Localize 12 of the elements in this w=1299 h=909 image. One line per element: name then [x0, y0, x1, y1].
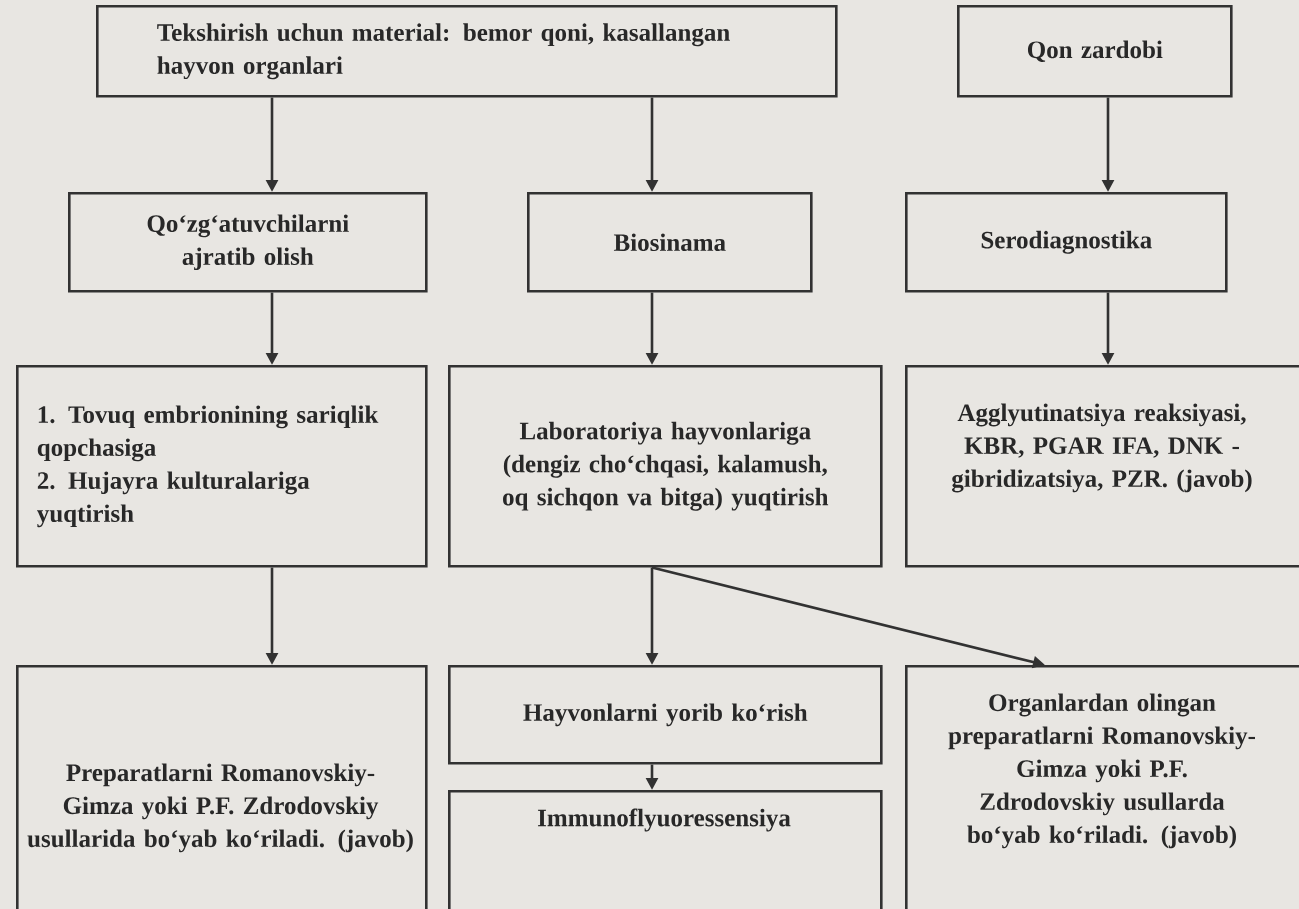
process-box: Organlardan olingan preparatlarni Romanovskiy-Gimza yoki P.F. Zdrodovskiy usullarda bo‘yab ko‘riladi. (javob): [905, 665, 1299, 909]
process-box: Tekshirish uchun material: bemor qoni, kasallangan hayvon organlari: [96, 5, 838, 98]
process-box: Qon zardobi: [957, 5, 1233, 98]
process-box: Immunoflyuoressensiya: [448, 790, 883, 909]
process-box: Laboratoriya hayvonlariga (dengiz cho‘chqasi, kalamush, oq sichqon va bitga) yuqtirish: [448, 365, 883, 568]
process-box: Hayvonlarni yorib ko‘rish: [448, 665, 883, 765]
process-box: Qo‘zg‘atuvchilarni ajratib olish: [68, 192, 428, 293]
process-box: Serodiagnostika: [905, 192, 1228, 293]
process-box: Biosinama: [527, 192, 813, 293]
process-box: Preparatlarni Romanovskiy-Gimza yoki P.F. Zdrodovskiy usullarida bo‘yab ko‘riladi. (javob): [16, 665, 428, 909]
process-box: 1. Tovuq embrionining sariqlik qopchasiga 2. Hujayra kulturalariga yuqtirish: [16, 365, 428, 568]
process-box: Agglyutinatsiya reaksiyasi, KBR, PGAR IFA, DNK - gibridizatsiya, PZR. (javob): [905, 365, 1299, 568]
